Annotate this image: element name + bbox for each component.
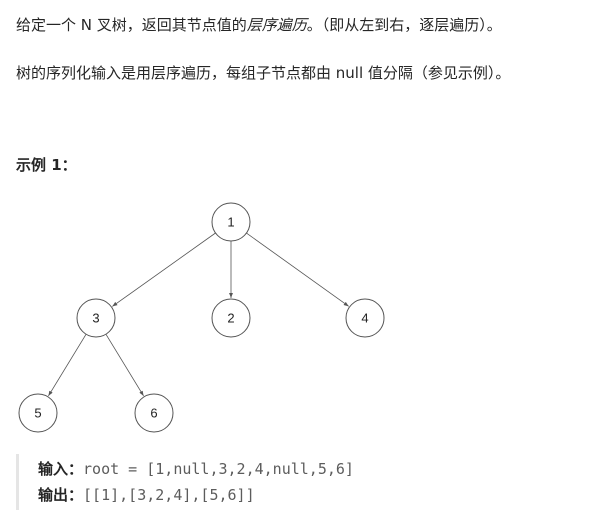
- tree-node-4: 4: [345, 298, 385, 338]
- output-label: 输出：: [38, 486, 84, 504]
- tree-node-label: 4: [361, 311, 368, 326]
- tree-node-1: 1: [211, 202, 251, 242]
- problem-description-line-2: 树的序列化输入是用层序遍历，每组子节点都由 null 值分隔（参见示例）。: [16, 64, 511, 82]
- tree-edge-n1-n4: [246, 232, 349, 307]
- tree-node-label: 1: [227, 215, 234, 230]
- tree-edge-n3-n5: [48, 334, 87, 397]
- tree-node-circle: [211, 202, 251, 242]
- tree-node-label: 3: [92, 311, 99, 326]
- problem-description-line-1: 给定一个 N 叉树，返回其节点值的层序遍历。（即从左到右，逐层遍历）。: [16, 14, 502, 36]
- tree-node-2: 2: [211, 298, 251, 338]
- example-output: 输出：[[1],[3,2,4],[5,6]]: [38, 484, 255, 506]
- tree-edges: [48, 232, 349, 397]
- tree-node-label: 2: [227, 311, 234, 326]
- tree-node-3: 3: [76, 298, 116, 338]
- description-text: 给定一个 N 叉树，返回其节点值的: [16, 16, 247, 34]
- tree-node-label: 6: [150, 406, 157, 421]
- input-label: 输入：: [38, 460, 84, 478]
- tree-node-circle: [211, 298, 251, 338]
- output-value: [[1],[3,2,4],[5,6]]: [83, 486, 255, 504]
- example-input: 输入：root = [1,null,3,2,4,null,5,6]: [38, 458, 354, 480]
- example-title: 示例 1：: [16, 156, 77, 174]
- example-io-block: 输入：root = [1,null,3,2,4,null,5,6] 输出：[[1…: [16, 454, 589, 510]
- tree-edge-n3-n6: [105, 334, 144, 397]
- tree-node-label: 5: [34, 406, 41, 421]
- tree-edge-n1-n3: [112, 232, 216, 307]
- tree-node-circle: [345, 298, 385, 338]
- tree-node-6: 6: [134, 393, 174, 433]
- tree-node-circle: [18, 393, 58, 433]
- input-value: root = [1,null,3,2,4,null,5,6]: [83, 460, 354, 478]
- description-text-suffix: 。（即从左到右，逐层遍历）。: [306, 16, 502, 34]
- level-order-emphasis: 层序遍历: [246, 16, 307, 34]
- tree-node-circle: [76, 298, 116, 338]
- tree-nodes: 1 3 2 4 5 6: [18, 202, 385, 433]
- tree-node-5: 5: [18, 393, 58, 433]
- tree-node-circle: [134, 393, 174, 433]
